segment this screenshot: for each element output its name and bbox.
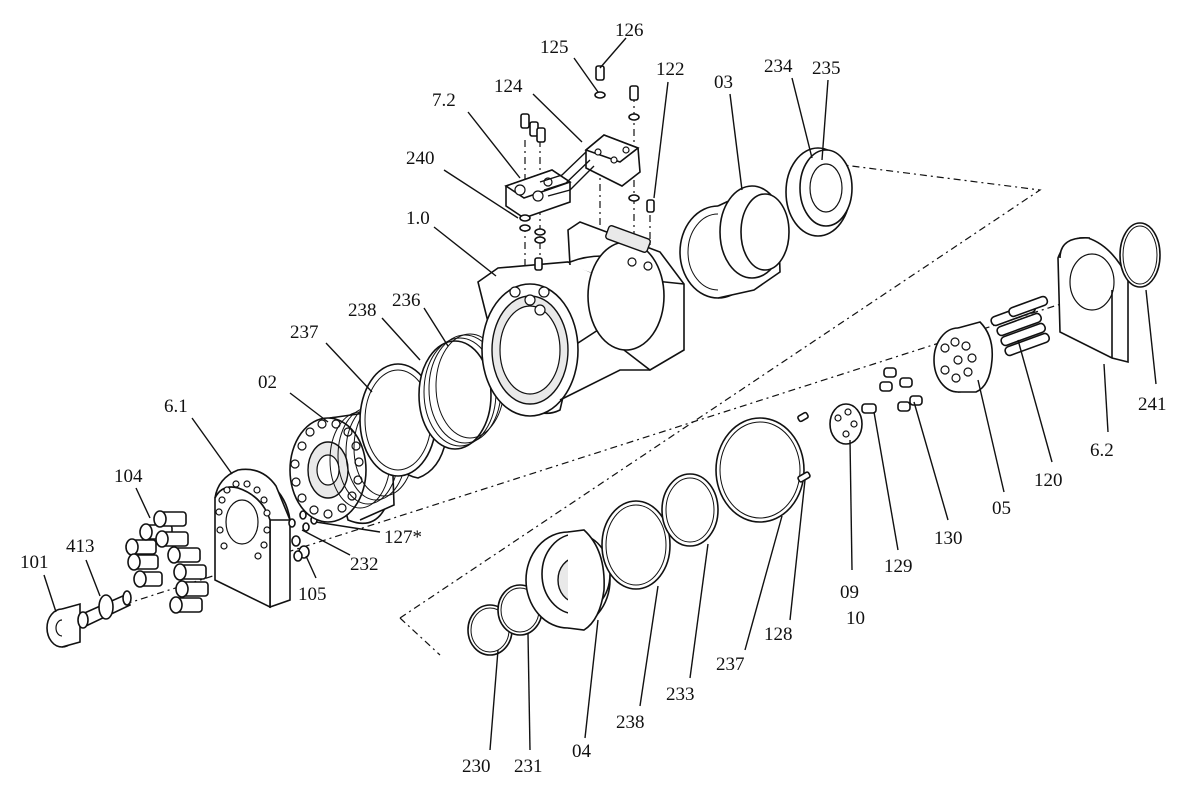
part-7-2-bracket — [504, 169, 572, 271]
label-02: 02 — [258, 372, 277, 393]
part-101-nut — [46, 602, 81, 648]
label-104: 104 — [114, 466, 143, 487]
label-09: 09 — [840, 582, 859, 603]
label-126: 126 — [615, 20, 644, 41]
label-04: 04 — [572, 741, 592, 762]
label-129: 129 — [884, 556, 913, 577]
label-234: 234 — [764, 56, 793, 77]
label-235: 235 — [812, 58, 841, 79]
label-231: 231 — [514, 756, 543, 777]
screws-top — [520, 65, 655, 213]
part-413-shaft — [77, 590, 132, 629]
label-105: 105 — [298, 584, 327, 605]
lower-components — [467, 411, 811, 656]
leader-lines — [43, 37, 1157, 751]
label-238-lower: 238 — [616, 712, 645, 733]
part-241-ring — [1119, 222, 1161, 288]
part-labels: 101 413 104 6.1 02 237 238 236 1.0 240 7… — [20, 20, 1167, 777]
part-1-0-main-body — [477, 221, 685, 417]
label-130: 130 — [934, 528, 963, 549]
part-6-1-plate — [214, 468, 292, 609]
label-240: 240 — [406, 148, 435, 169]
part-03-sleeve — [679, 185, 790, 299]
part-124-manifold — [539, 134, 641, 197]
label-05: 05 — [992, 498, 1011, 519]
label-122: 122 — [656, 59, 685, 80]
label-230: 230 — [462, 756, 491, 777]
label-232: 232 — [350, 554, 379, 575]
label-1-0: 1.0 — [406, 208, 430, 229]
part-6-2-plate — [1057, 237, 1129, 364]
label-125: 125 — [540, 37, 569, 58]
part-104-bolts — [125, 510, 209, 614]
label-101: 101 — [20, 552, 49, 573]
label-128: 128 — [764, 624, 793, 645]
label-127: 127* — [384, 527, 422, 548]
label-238-upper: 238 — [348, 300, 377, 321]
valve-group — [829, 295, 1050, 445]
part-234-235-seals — [785, 147, 853, 237]
label-03: 03 — [714, 72, 733, 93]
label-236: 236 — [392, 290, 421, 311]
label-120: 120 — [1034, 470, 1063, 491]
label-6-1: 6.1 — [164, 396, 188, 417]
label-237-upper: 237 — [290, 322, 319, 343]
label-237-lower: 237 — [716, 654, 745, 675]
label-10: 10 — [846, 608, 865, 629]
label-233: 233 — [666, 684, 695, 705]
label-6-2: 6.2 — [1090, 440, 1114, 461]
label-413: 413 — [66, 536, 95, 557]
label-241: 241 — [1138, 394, 1167, 415]
label-124: 124 — [494, 76, 523, 97]
label-7-2: 7.2 — [432, 90, 456, 111]
